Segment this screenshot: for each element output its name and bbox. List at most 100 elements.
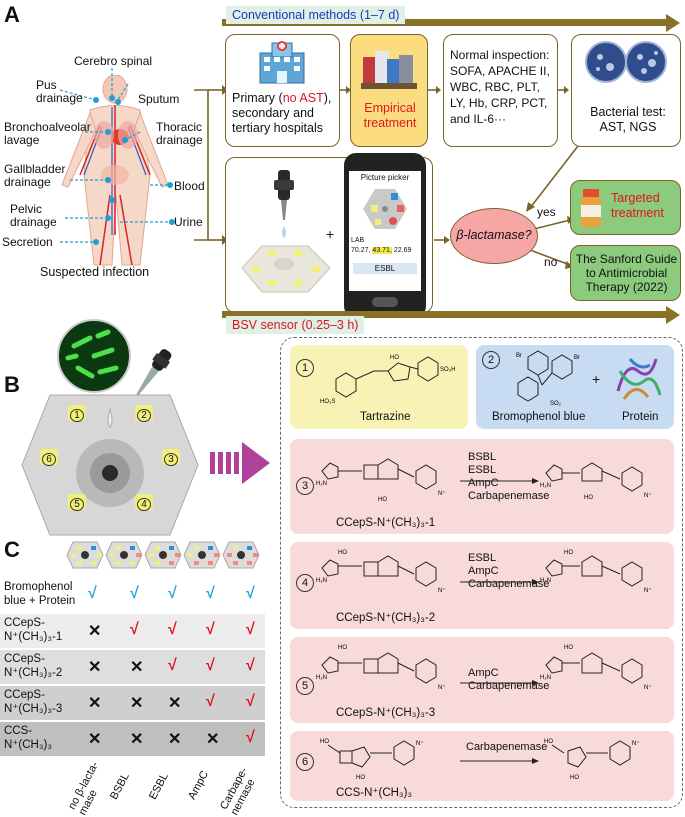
svg-text:HO: HO	[564, 645, 573, 651]
negative-mark: ✕	[130, 695, 144, 712]
chip-thumbnail-well	[247, 546, 252, 550]
beta-lactamase-decision: β-lactamase?	[450, 208, 538, 264]
col-label-5: Carbape- nemase	[218, 765, 258, 817]
site-blood: Blood	[174, 179, 205, 193]
table-row: Bromophenol blue + Protein√√√√√	[0, 578, 265, 612]
primary-text-b: ), secondary and tertiary hospitals	[232, 91, 332, 135]
svg-text:HO: HO	[338, 645, 347, 651]
tartrazine-structure: HO₃S SO₃H HO	[320, 355, 455, 405]
empirical-text: Empirical treatment	[363, 101, 417, 130]
site-thoracic: Thoracic drainage	[156, 120, 203, 147]
negative-mark: ✕	[88, 623, 102, 640]
well-2-label: 2	[137, 409, 151, 422]
dropper-icon	[135, 349, 172, 397]
beta-lactamase-text: β-lactamase?	[456, 228, 532, 242]
sensor-chip-illustration	[241, 170, 331, 293]
conventional-label: Conventional methods (1–7 d)	[226, 6, 406, 24]
site-cerebro: Cerebro spinal	[74, 54, 153, 68]
reaction-1-number: 1	[296, 359, 314, 377]
normal-inspection-text: Normal inspection: SOFA, APACHE II, WBC,…	[450, 48, 550, 126]
reaction-4-number: 4	[296, 574, 314, 592]
svg-text:HO: HO	[570, 775, 579, 781]
positive-mark: √	[206, 693, 215, 710]
result-table: Bromophenol blue + Protein √ √ √ √ √ CCepS- N⁺…	[0, 578, 270, 758]
positive-mark: √	[168, 657, 177, 674]
svg-text:N⁺: N⁺	[438, 684, 446, 691]
svg-text:H₂N: H₂N	[316, 675, 327, 681]
suspected-infection-label: Suspected infection	[40, 265, 150, 279]
normal-inspection-box: Normal inspection: SOFA, APACHE II, WBC,…	[443, 34, 558, 147]
decision-arrows	[434, 145, 579, 269]
reaction-5-name: CCepS-N⁺(CH₃)₃-3	[336, 707, 436, 719]
well-4-label: 4	[137, 498, 151, 511]
svg-text:SO₃H: SO₃H	[440, 367, 455, 373]
bsv-arrow	[222, 306, 680, 324]
chip-thumbnail-well	[188, 553, 193, 557]
reaction-5-arrow	[460, 680, 539, 686]
positive-mark: √	[168, 621, 177, 638]
reaction-6-number: 6	[296, 753, 314, 771]
site-secretion: Secretion	[2, 235, 53, 249]
positive-mark: √	[246, 585, 255, 602]
row-label: CCepS- N⁺(CH₃)₃-3	[4, 689, 63, 715]
svg-text:HO: HO	[356, 775, 365, 781]
reaction-3-enzymes: BSBL ESBL AmpC Carbapenemase	[468, 451, 550, 502]
positive-mark: √	[88, 585, 97, 602]
chip-thumbnail-well	[149, 553, 154, 557]
reaction-1: 1 HO₃S SO₃H HO Tartrazine	[290, 345, 468, 429]
svg-text:H₂N: H₂N	[540, 483, 551, 489]
chip-thumbnail-well	[169, 546, 174, 550]
row-label: Bromophenol blue + Protein	[4, 581, 76, 607]
conventional-arrow	[222, 14, 680, 32]
positive-mark: √	[206, 621, 215, 638]
petri-dish-icon	[585, 41, 667, 83]
negative-mark: ✕	[168, 695, 182, 712]
svg-text:SO₂: SO₂	[550, 401, 562, 407]
positive-mark: √	[246, 729, 255, 746]
well-6-label: 6	[42, 453, 56, 466]
chip-thumbnail-well	[116, 561, 121, 565]
protein-label: Protein	[622, 411, 659, 423]
svg-text:HO: HO	[338, 550, 347, 556]
positive-mark: √	[246, 621, 255, 638]
svg-text:Br: Br	[516, 353, 522, 359]
negative-mark: ✕	[88, 731, 102, 748]
primary-text-a: Primary (	[232, 91, 283, 105]
chip-thumbnail-well	[110, 553, 115, 557]
svg-text:HO₃S: HO₃S	[320, 399, 335, 405]
col-label-3: ESBL	[147, 771, 171, 802]
reactant-3-structure: H₂N HO N⁺	[316, 458, 446, 503]
reaction-3-name: CCepS-N⁺(CH₃)₃-1	[336, 517, 436, 529]
reaction-3-arrow	[460, 478, 539, 484]
svg-text:HO: HO	[378, 497, 387, 503]
chip-thumbnail-center	[159, 551, 167, 559]
chip-thumbnail-well	[91, 546, 96, 550]
chip-thumbnail-well	[91, 561, 96, 565]
table-row: CCepS- N⁺(CH₃)₃-1✕√√√√	[0, 614, 265, 648]
flow-arrow-right	[210, 442, 270, 484]
svg-text:HO: HO	[564, 550, 573, 556]
well-3-label: 3	[164, 453, 178, 466]
bsv-sensor-box: + Picture picker LAB 70.27, 43.71, 22.69…	[225, 153, 433, 318]
reaction-4: 4 H₂N HO N⁺ ESBL AmpC Carbapenemase H₂N …	[290, 542, 674, 629]
primary-hospital-box: Primary (no AST), secondary and tertiary…	[225, 34, 340, 147]
hospital-icon	[259, 41, 305, 84]
phone-screen: Picture picker LAB 70.27, 43.71, 22.69 E…	[349, 171, 421, 291]
chip-thumbnail-well	[253, 553, 258, 557]
phone-home-button[interactable]	[372, 297, 398, 307]
row-label: CCS- N⁺(CH₃)₃	[4, 725, 53, 751]
medicine-icon	[361, 51, 417, 89]
site-urine: Urine	[174, 215, 203, 229]
col-label-4: AmpC	[186, 769, 211, 802]
table-row: CCS- N⁺(CH₃)₃✕✕✕✕√	[0, 722, 265, 756]
svg-text:N⁺: N⁺	[438, 490, 446, 497]
site-gallbladder: Gallbladder drainage	[4, 162, 66, 189]
product-3-structure: H₂N HO N⁺	[540, 462, 652, 501]
svg-text:N⁺: N⁺	[644, 492, 652, 499]
panel-a-letter: A	[4, 2, 20, 27]
lab-value-l: 70.27,	[351, 247, 371, 254]
chip-thumbnail-well	[97, 553, 102, 557]
reaction-4-name: CCepS-N⁺(CH₃)₃-2	[336, 612, 436, 624]
svg-text:H₂N: H₂N	[540, 675, 551, 681]
svg-text:N⁺: N⁺	[632, 740, 640, 747]
